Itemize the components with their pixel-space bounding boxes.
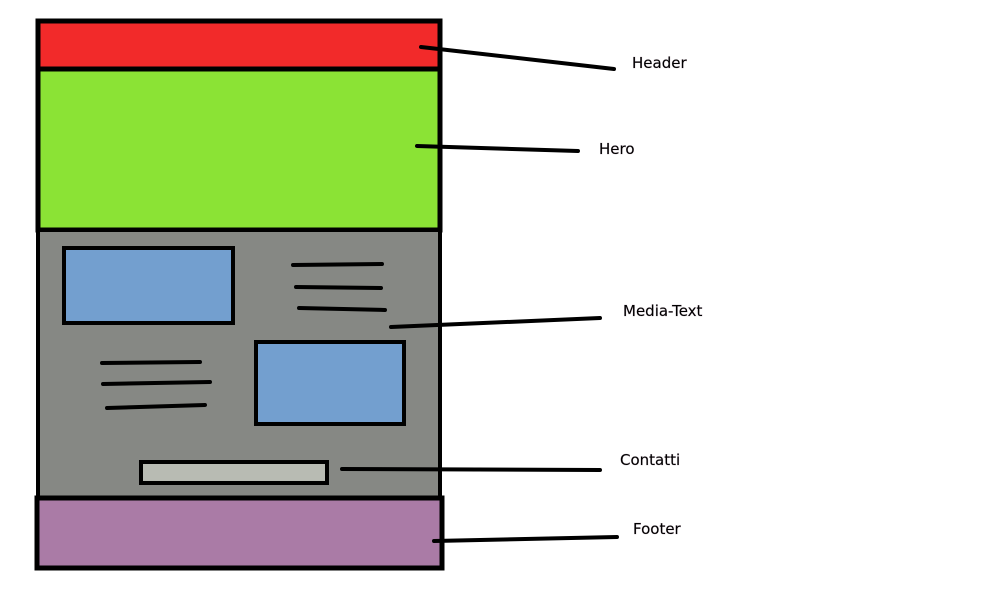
- text-line: [291, 262, 384, 267]
- text-line: [105, 403, 207, 410]
- media-image-1: [62, 246, 235, 325]
- header-leader-line: [419, 45, 616, 71]
- text-line: [297, 306, 387, 312]
- text-line: [294, 285, 383, 290]
- text-lines-2: [100, 360, 212, 410]
- text-line: [101, 380, 212, 386]
- media-text-label: Media-Text: [623, 302, 703, 320]
- footer-leader-line: [432, 535, 619, 543]
- contatti-leader-line: [340, 467, 602, 472]
- footer-section: [34, 495, 445, 571]
- contatti-bar: [139, 460, 329, 485]
- hero-label: Hero: [599, 140, 635, 158]
- hero-leader-line: [415, 144, 580, 153]
- text-line: [100, 360, 202, 365]
- text-lines-1: [291, 262, 387, 312]
- media-text-leader-line: [389, 316, 602, 329]
- footer-label: Footer: [633, 520, 682, 538]
- leader-lines: [340, 45, 619, 543]
- contatti-label: Contatti: [620, 451, 680, 469]
- header-label: Header: [632, 54, 687, 72]
- hero-section: [35, 66, 443, 233]
- header-section: [35, 18, 443, 72]
- media-image-2: [254, 340, 406, 426]
